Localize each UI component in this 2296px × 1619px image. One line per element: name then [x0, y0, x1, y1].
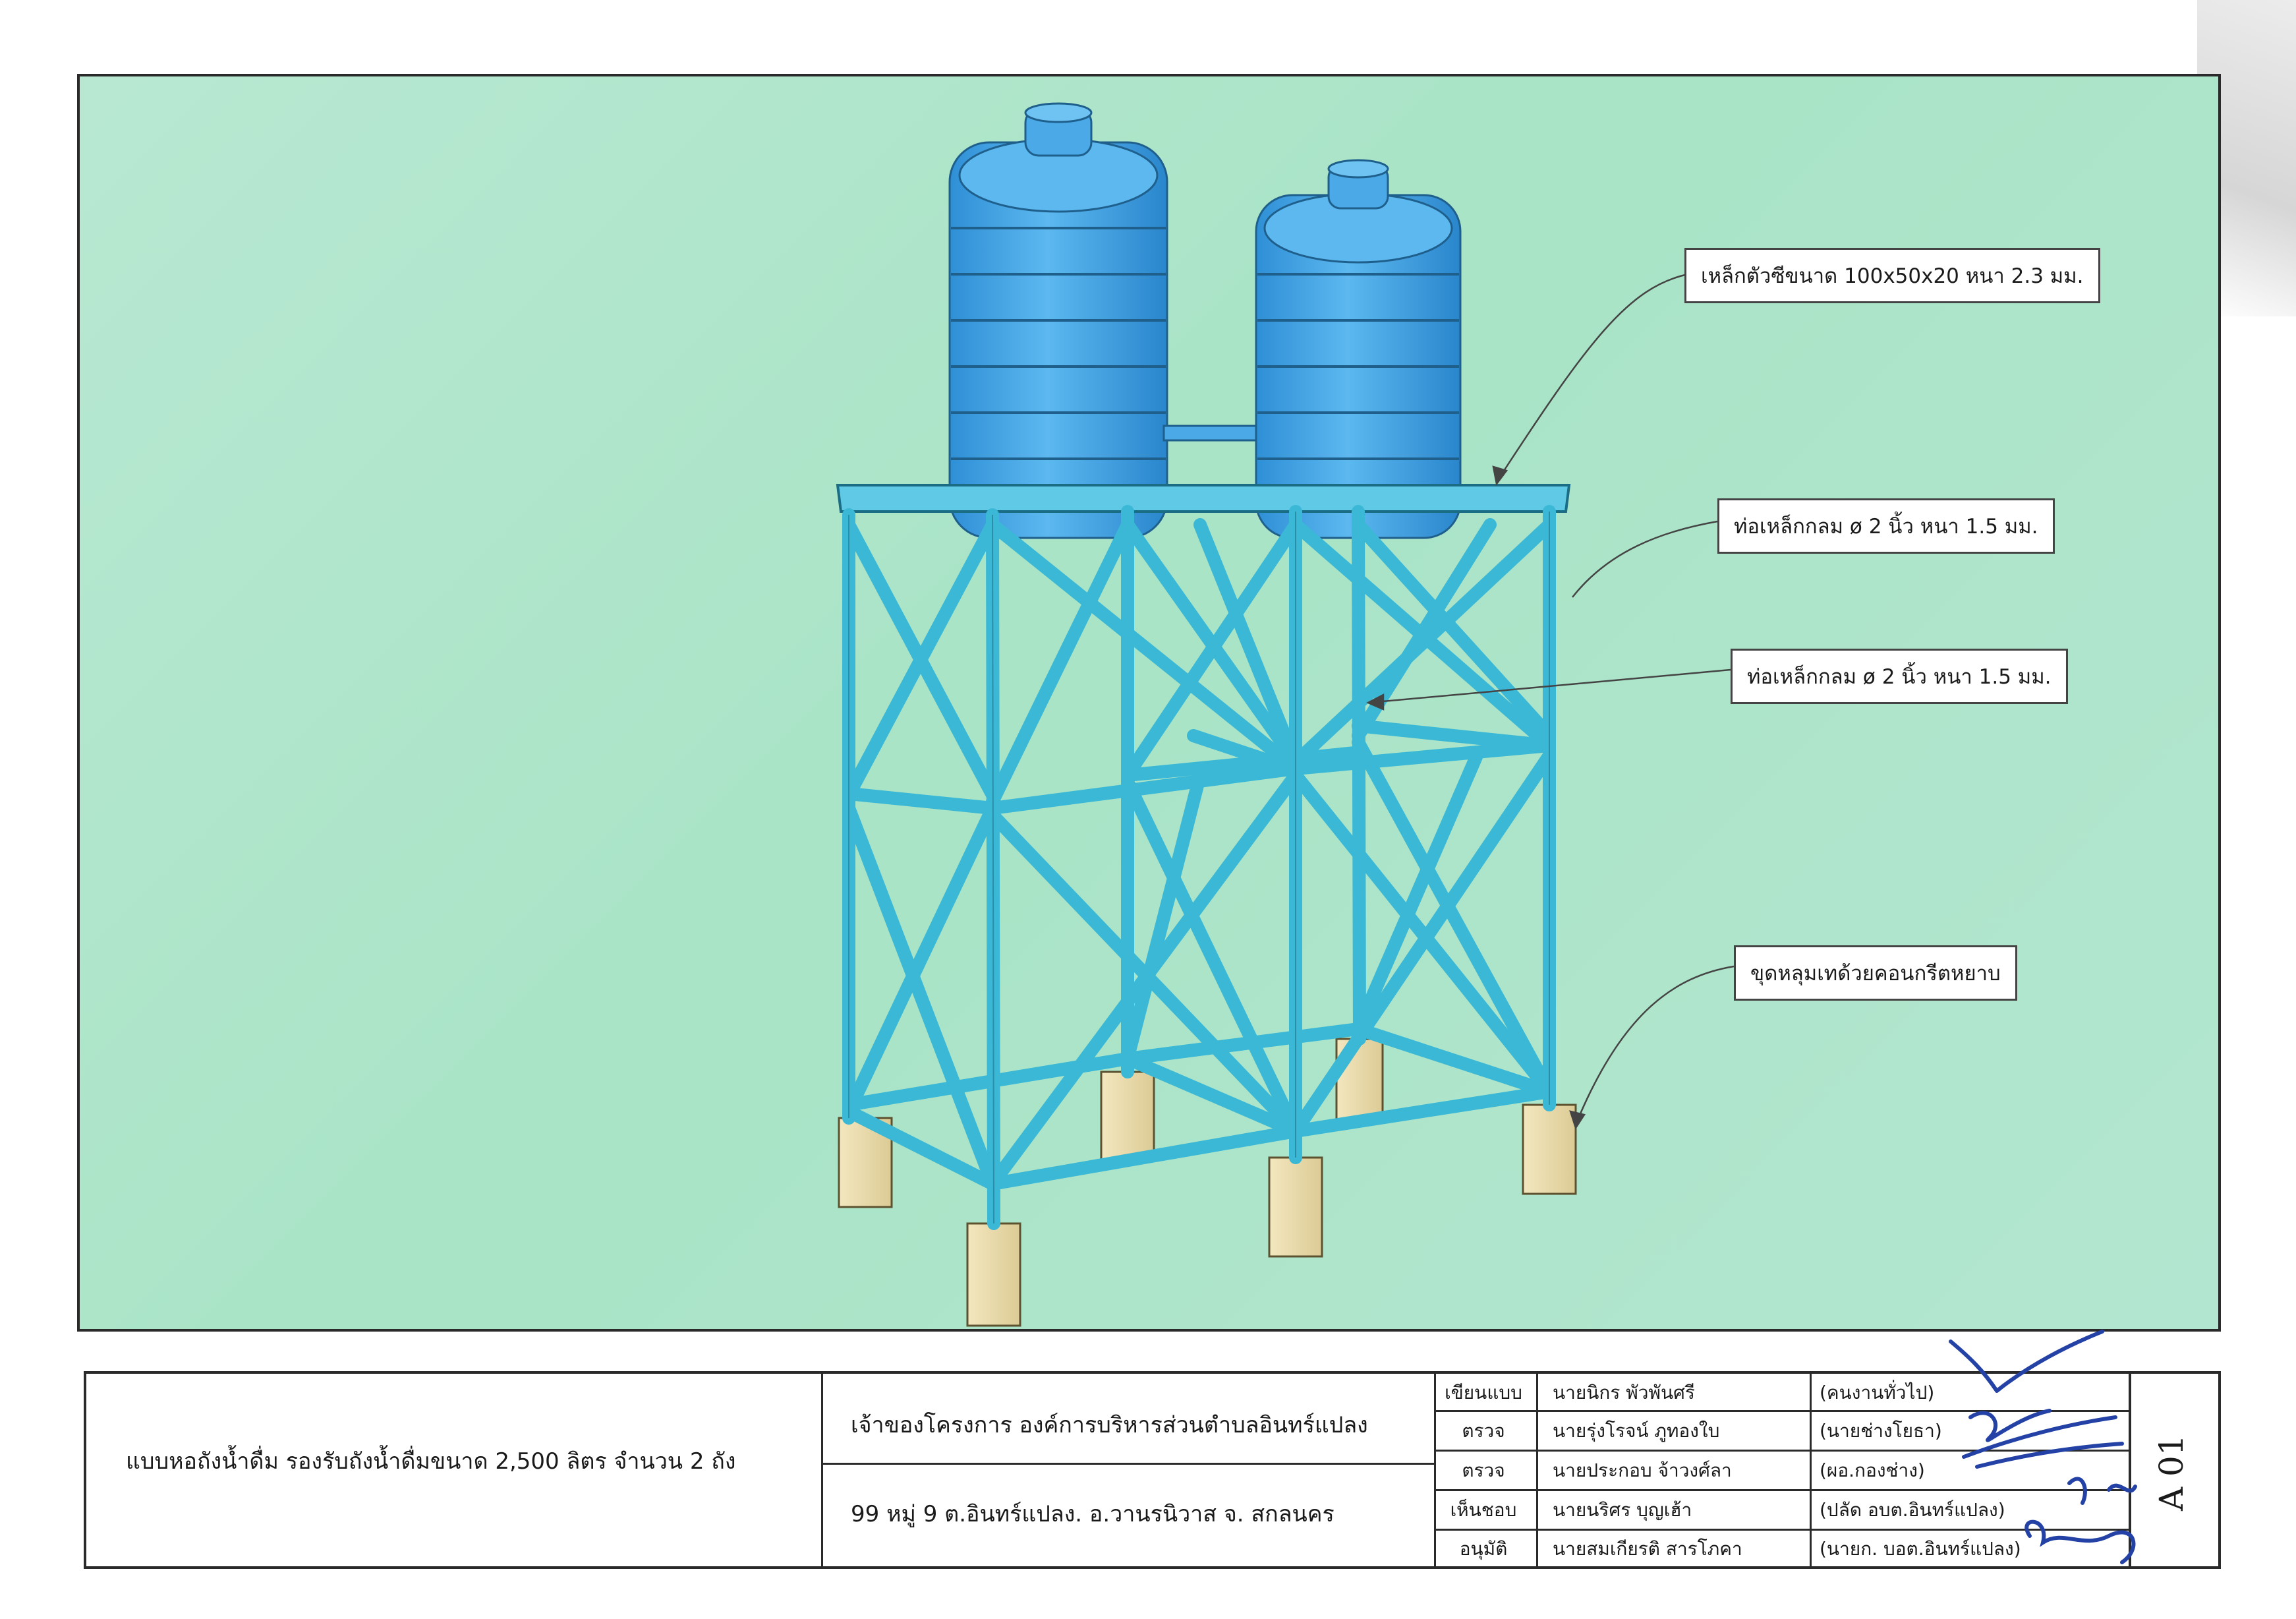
signatory-name: นายนริศร บุญเฮ้า	[1553, 1499, 1692, 1521]
signatory-name: นายประกอบ จ้าวงศ์ลา	[1553, 1459, 1732, 1481]
signatory-position: (ปลัด อบต.อินทร์แปลง)	[1820, 1499, 2005, 1521]
signatory-role: อนุมัติ	[1459, 1538, 1508, 1560]
leader-lines	[1366, 273, 1735, 1130]
water-tower-illustration	[836, 102, 1735, 1327]
water-tank-left	[948, 102, 1168, 539]
callout-round-pipe-top: ท่อเหล็กกลม ø 2 นิ้ว หนา 1.5 มม.	[1717, 498, 2055, 554]
signatory-name: นายรุ่งโรจน์ ภูทองใบ	[1553, 1420, 1720, 1442]
project-owner: เจ้าของโครงการ องค์การบริหารส่วนตำบลอินท…	[851, 1412, 1368, 1438]
drawing-title: แบบหอถังน้ำดื่ม รองรับถังน้ำดื่มขนาด 2,5…	[126, 1448, 736, 1475]
title-block: แบบหอถังน้ำดื่ม รองรับถังน้ำดื่มขนาด 2,5…	[84, 1371, 2219, 1569]
signatory-position: (นายช่างโยธา)	[1820, 1420, 1942, 1442]
signatory-name: นายสมเกียรติ สารโภคา	[1553, 1538, 1742, 1560]
callout-steel-c-channel: เหล็กตัวซีขนาด 100x50x20 หนา 2.3 มม.	[1684, 248, 2100, 303]
drawing-area: เหล็กตัวซีขนาด 100x50x20 หนา 2.3 มม. ท่อ…	[77, 74, 2221, 1332]
callout-footing: ขุดหลุมเทด้วยคอนกรีตหยาบ	[1734, 945, 2017, 1001]
signatory-role: ตรวจ	[1462, 1459, 1505, 1481]
signatory-role: เห็นชอบ	[1450, 1499, 1517, 1521]
signatory-name: นายนิกร พัวพันศรี	[1553, 1382, 1695, 1403]
callout-round-pipe-mid: ท่อเหล็กกลม ø 2 นิ้ว หนา 1.5 มม.	[1731, 649, 2068, 704]
project-address: 99 หมู่ 9 ต.อินทร์แปลง. อ.วานรนิวาส จ. ส…	[851, 1501, 1335, 1527]
signatory-position: (ผอ.กองช่าง)	[1820, 1459, 1925, 1481]
signatory-role: ตรวจ	[1462, 1420, 1505, 1442]
signatory-role: เขียนแบบ	[1445, 1382, 1522, 1403]
signatory-position: (คนงานทั่วไป)	[1820, 1382, 1935, 1403]
sheet-number-box: A 01	[2129, 1371, 2221, 1569]
signatory-position: (นายก. บอต.อินทร์แปลง)	[1820, 1538, 2021, 1560]
